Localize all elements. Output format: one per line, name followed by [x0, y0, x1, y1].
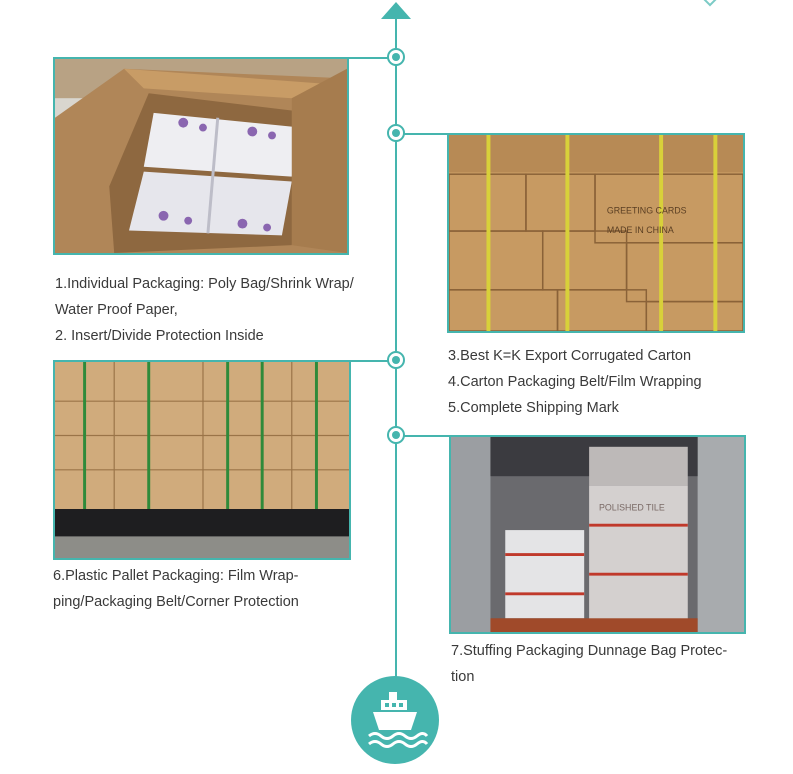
caption-line: ping/Packaging Belt/Corner Protection: [53, 594, 299, 610]
arrow-up-icon: [381, 2, 411, 19]
diamond-icon: [701, 0, 719, 7]
connector-3: [349, 360, 395, 362]
ship-icon: [368, 692, 429, 748]
photo-container-stuffing: POLISHED TILE: [449, 435, 746, 634]
timeline-node-1: [387, 48, 405, 66]
caption-line: 5.Complete Shipping Mark: [448, 400, 619, 416]
tile-label-text: POLISHED TILE: [599, 503, 665, 513]
carton-label-text: GREETING CARDS: [607, 205, 687, 215]
photo-pallet-packaging: [53, 360, 351, 560]
connector-2: [397, 133, 448, 135]
photo-individual-packaging: [53, 57, 349, 255]
step-caption-2: 3.Best K=K Export Corrugated Carton 4.Ca…: [448, 343, 702, 421]
caption-line: 6.Plastic Pallet Packaging: Film Wrap-: [53, 568, 299, 584]
step-caption-1: 1.Individual Packaging: Poly Bag/Shrink …: [55, 271, 354, 349]
caption-line: Water Proof Paper,: [55, 302, 178, 318]
caption-line: 4.Carton Packaging Belt/Film Wrapping: [448, 374, 702, 390]
caption-line: 7.Stuffing Packaging Dunnage Bag Protec-: [451, 643, 728, 659]
caption-line: tion: [451, 669, 475, 685]
timeline-node-3: [387, 351, 405, 369]
ship-badge: [351, 676, 439, 764]
step-caption-4: 7.Stuffing Packaging Dunnage Bag Protec-…: [451, 638, 727, 690]
carton-made-in-text: MADE IN CHINA: [607, 225, 674, 235]
photo-export-cartons: GREETING CARDS MADE IN CHINA: [447, 133, 745, 333]
timeline-node-2: [387, 124, 405, 142]
step-caption-3: 6.Plastic Pallet Packaging: Film Wrap- p…: [53, 563, 299, 615]
caption-line: 3.Best K=K Export Corrugated Carton: [448, 348, 692, 364]
connector-4: [397, 435, 449, 437]
timeline-line: [395, 18, 397, 682]
timeline-node-4: [387, 426, 405, 444]
connector-1: [347, 57, 395, 59]
caption-line: 1.Individual Packaging: Poly Bag/Shrink …: [55, 276, 354, 292]
caption-line: 2. Insert/Divide Protection Inside: [55, 328, 264, 344]
